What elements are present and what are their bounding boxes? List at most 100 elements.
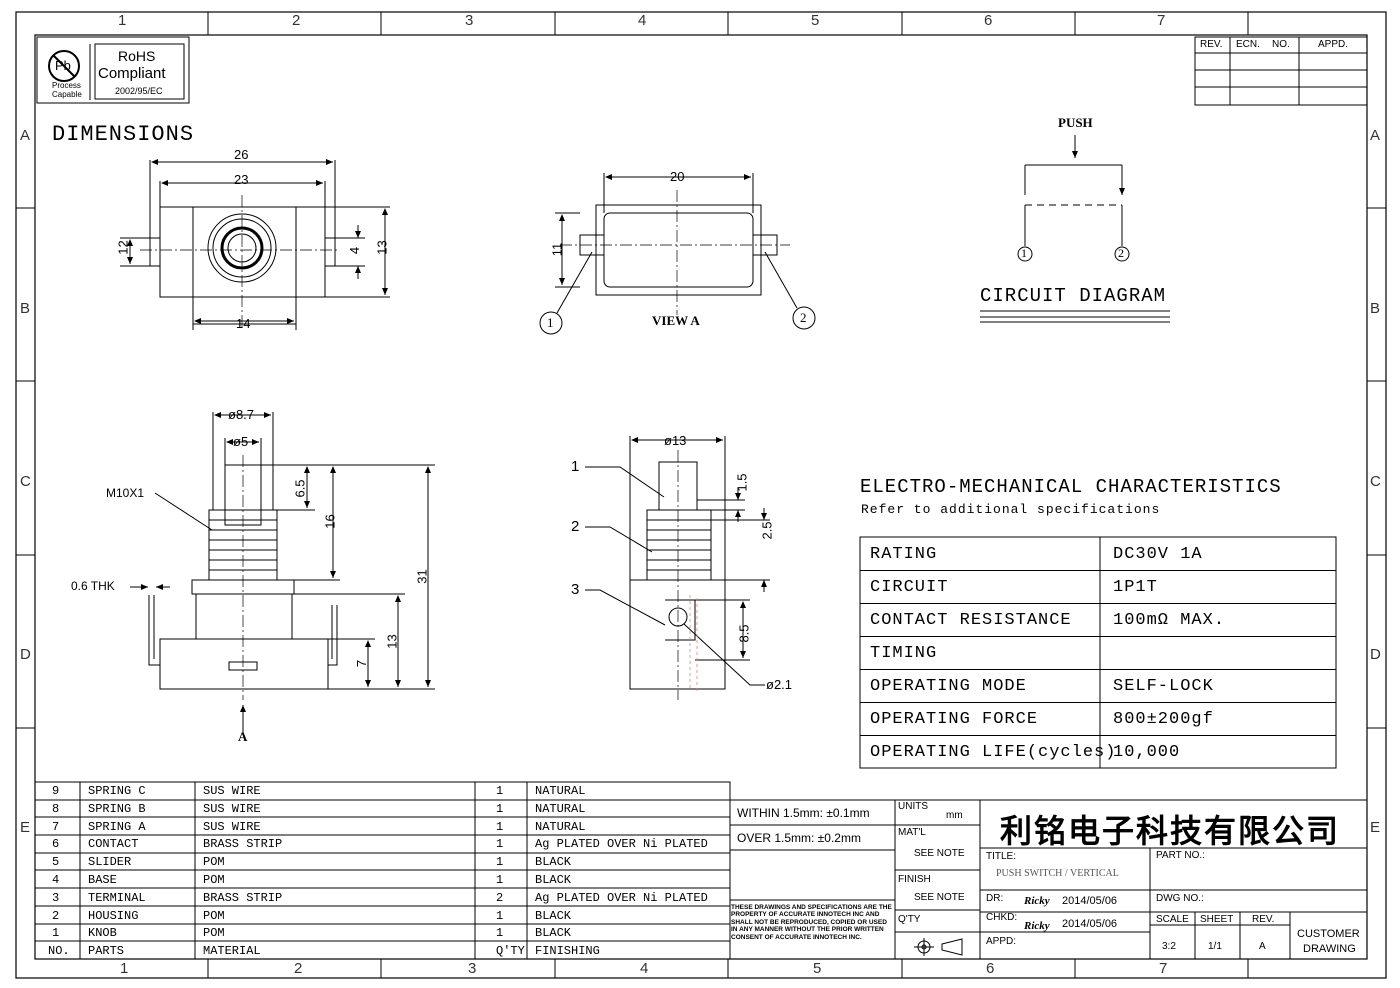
spec-key: CONTACT RESISTANCE [870, 611, 1072, 630]
zone-col-5: 5 [811, 12, 820, 29]
spec-key: RATING [870, 545, 938, 564]
dim-d13: ø13 [664, 433, 687, 448]
zone-col-7-bottom: 7 [1159, 960, 1168, 977]
bom-cell-mat: POM [203, 909, 225, 923]
sheet-label: SHEET [1200, 914, 1234, 925]
matl-label: MAT'L [898, 827, 926, 838]
part-no-label: PART NO.: [1156, 850, 1205, 861]
zone-row-e-right: E [1370, 819, 1381, 836]
chkd-date: 2014/05/06 [1062, 918, 1118, 930]
bom-cell-fin: Ag PLATED OVER Ni PLATED [535, 891, 708, 905]
bom-cell-mat: POM [203, 873, 225, 887]
outer-border [15, 11, 1387, 979]
bom-cell-mat: SUS WIRE [203, 784, 261, 798]
spec-row-contact-resistance: CONTACT RESISTANCE 100mΩ MAX. [860, 603, 1336, 637]
company-name: 利铭电子科技有限公司 [1000, 812, 1341, 850]
spec-value: 1P1T [1113, 578, 1158, 597]
bom-cell-fin: NATURAL [535, 802, 586, 816]
dim-4: 4 [347, 246, 363, 255]
bom-cell-part: SPRING C [88, 784, 146, 798]
bom-cell-qty: 1 [496, 873, 504, 887]
front-view-lines [585, 436, 770, 700]
dim-31: 31 [414, 569, 430, 584]
dim-11: 11 [549, 242, 565, 257]
view-a-label: VIEW A [652, 313, 700, 328]
proprietary-notice: THESE DRAWINGS AND SPECIFICATIONS ARE TH… [731, 904, 892, 941]
spec-key: OPERATING LIFE(cycles) [870, 743, 1117, 762]
side-view-lines [130, 412, 435, 735]
finish-label: FINISH [898, 874, 931, 885]
appd-label: APPD: [986, 936, 1017, 947]
rohs-process: Process [52, 81, 81, 90]
bom-header-mat: MATERIAL [203, 944, 261, 958]
rev-label: REV. [1252, 914, 1275, 925]
bom-cell-part: HOUSING [88, 909, 139, 923]
rohs-capable: Capable [52, 90, 82, 99]
spec-row-circuit: CIRCUIT 1P1T [860, 570, 1336, 604]
bom-cell-fin: BLACK [535, 926, 572, 940]
thk-label: 0.6 THK [71, 579, 115, 593]
zone-col-1-bottom: 1 [120, 960, 129, 977]
bom-cell-part: BASE [88, 873, 117, 887]
bom-cell-no: 7 [52, 820, 60, 834]
bom-cell-fin: BLACK [535, 873, 572, 887]
zone-row-a-right: A [1370, 127, 1381, 144]
chkd-name: Ricky [1024, 920, 1050, 932]
em-title: ELECTRO-MECHANICAL CHARACTERISTICS [860, 476, 1282, 498]
thread-label: M10X1 [106, 486, 145, 500]
bom-cell-part: SPRING A [88, 820, 146, 834]
part-callout-1: 1 [571, 458, 580, 475]
scale-label: SCALE [1156, 914, 1189, 925]
dim-12: 12 [115, 240, 131, 255]
dr-name: Ricky [1024, 895, 1050, 907]
drawing-label: DRAWING [1303, 943, 1356, 955]
rev-header-rev: REV. [1200, 39, 1223, 50]
pb-symbol: Pb [55, 58, 71, 73]
bom-cell-no: 4 [52, 873, 60, 887]
zone-col-3: 3 [465, 12, 474, 29]
bom-cell-part: SLIDER [88, 855, 132, 869]
terminal-2: 2 [1118, 246, 1124, 260]
bom-cell-qty: 1 [496, 909, 504, 923]
dim-26: 26 [234, 147, 249, 162]
rohs-directive: 2002/95/EC [115, 86, 163, 96]
zone-col-2-bottom: 2 [294, 960, 303, 977]
bom-cell-qty: 1 [496, 855, 504, 869]
bom-cell-fin: NATURAL [535, 820, 586, 834]
bom-cell-no: 8 [52, 802, 60, 816]
dim-85: 8.5 [736, 624, 752, 643]
bom-cell-part: CONTACT [88, 837, 139, 851]
spec-row-operating-life: OPERATING LIFE(cycles)10,000 [860, 735, 1336, 768]
spec-key: CIRCUIT [870, 578, 949, 597]
bom-cell-part: KNOB [88, 926, 117, 940]
dim-13-side: 13 [384, 634, 400, 649]
units-value: mm [946, 810, 963, 821]
callout-2: 2 [800, 310, 807, 325]
revision-table [1194, 36, 1368, 106]
zone-col-4-bottom: 4 [640, 960, 649, 977]
zone-row-c-right: C [1370, 473, 1381, 490]
dim-65: 6.5 [292, 479, 308, 498]
spec-value: 800±200gf [1113, 710, 1214, 729]
dim-14: 14 [236, 316, 251, 331]
bom-cell-fin: NATURAL [535, 784, 586, 798]
tolerance-over: OVER 1.5mm: ±0.2mm [737, 831, 861, 845]
dim-25: 2.5 [759, 521, 775, 540]
circuit-diagram-title: CIRCUIT DIAGRAM [980, 285, 1167, 307]
part-callout-2: 2 [571, 518, 580, 535]
spec-value: 100mΩ MAX. [1113, 611, 1226, 630]
dim-23: 23 [234, 172, 249, 187]
bom-cell-mat: SUS WIRE [203, 820, 261, 834]
dim-d21: ø2.1 [766, 677, 793, 692]
bom-cell-mat: POM [203, 855, 225, 869]
zone-row-d: D [20, 646, 31, 663]
bom-cell-fin: Ag PLATED OVER Ni PLATED [535, 837, 708, 851]
bom-header-fin: FINISHING [535, 944, 600, 958]
title-value: PUSH SWITCH / VERTICAL [996, 868, 1119, 879]
zone-col-2: 2 [292, 12, 301, 29]
rohs-box [36, 36, 190, 104]
rohs-title: RoHS [118, 48, 156, 64]
bom-cell-fin: BLACK [535, 855, 572, 869]
tolerance-within: WITHIN 1.5mm: ±0.1mm [737, 806, 870, 820]
